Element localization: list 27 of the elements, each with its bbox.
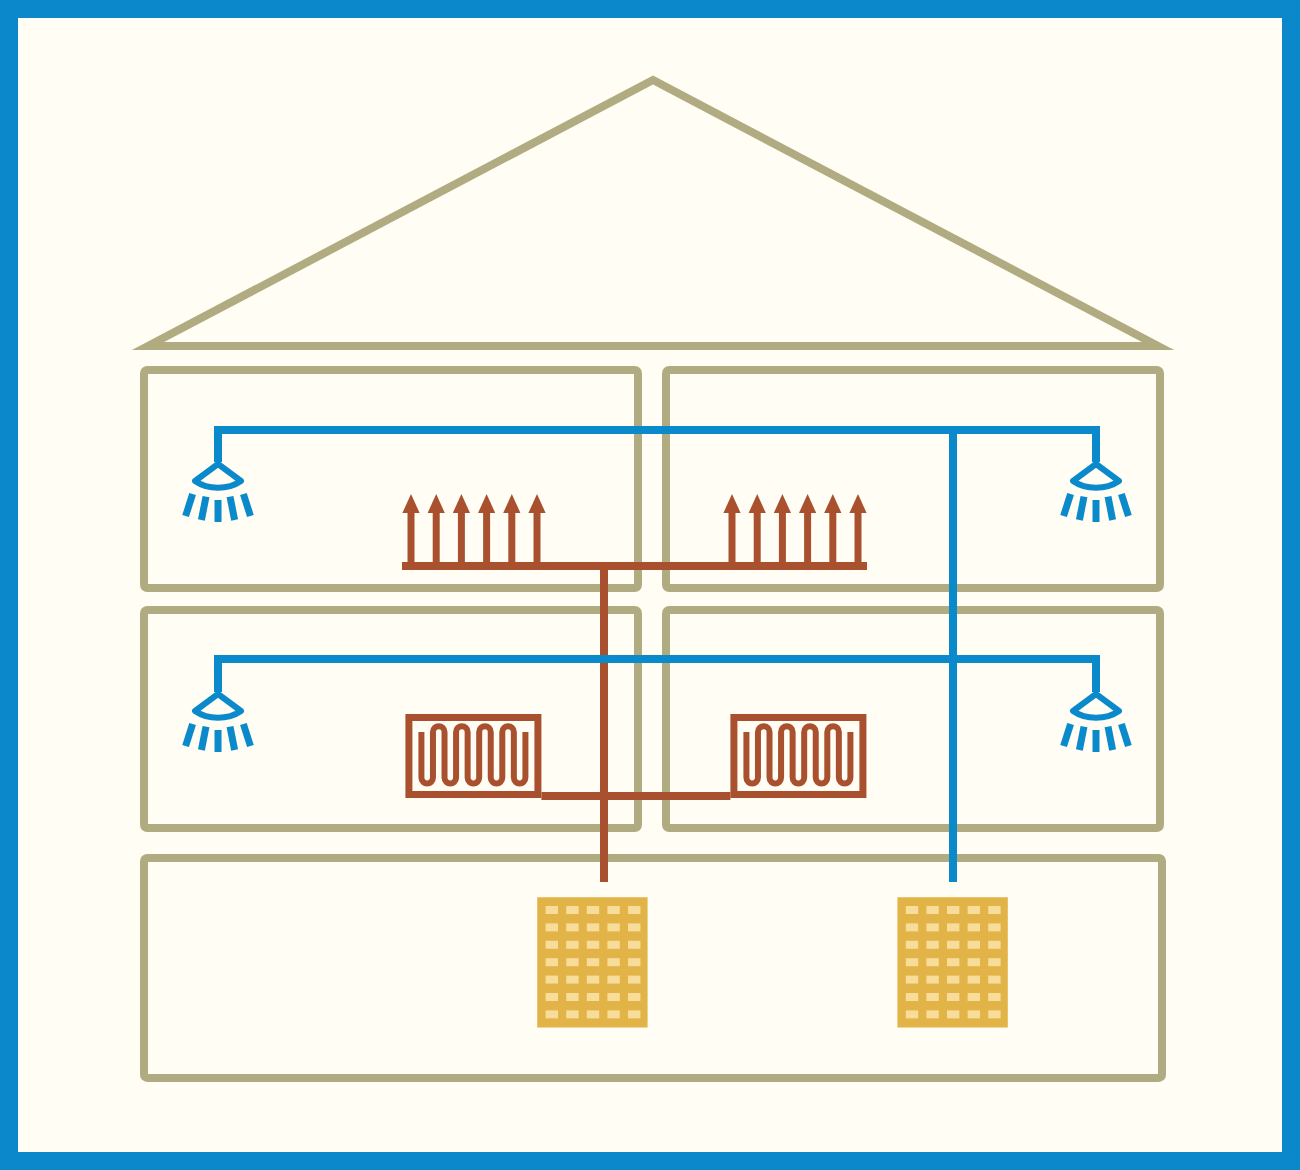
shower-head [182,691,254,752]
radiator [405,714,542,798]
pipe [949,430,957,659]
room-box [140,366,642,592]
pipe [953,426,1100,462]
pipe [600,566,608,796]
shower-head [1060,691,1132,752]
room-box [140,606,642,832]
pipe [604,792,731,800]
pipe [949,659,957,882]
heat-arrows [723,494,867,570]
pipe [214,426,953,462]
shower-head [182,461,254,522]
pipe [546,562,604,570]
room-box [662,366,1164,592]
shower-head [1060,461,1132,522]
room-box [140,854,1166,1082]
grid-panel [537,897,648,1028]
pipe [214,655,953,692]
grid-panel [897,897,1008,1028]
pipe [600,796,608,882]
pipe [953,655,1100,692]
radiator [730,714,867,798]
pipe [541,792,604,800]
heat-arrows [402,494,546,570]
room-box [662,606,1164,832]
pipe [604,562,723,570]
